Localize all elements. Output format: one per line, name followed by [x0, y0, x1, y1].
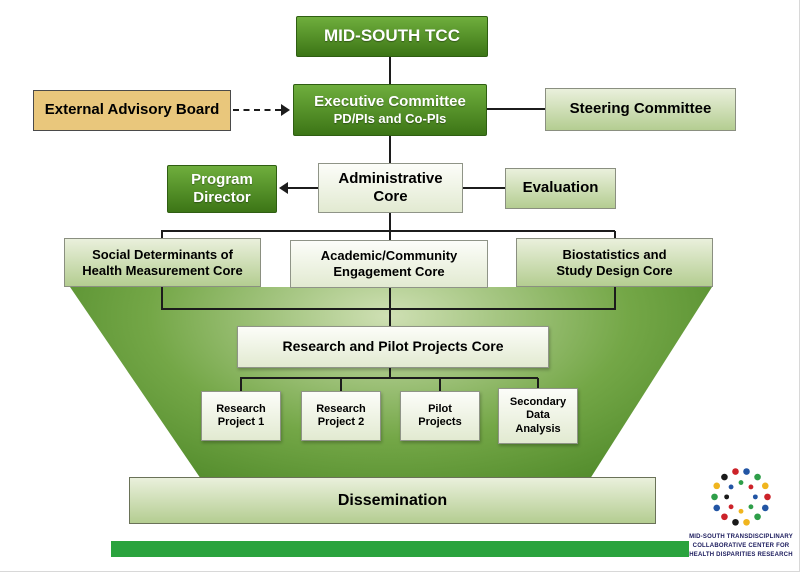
- node-mid-south-tcc-label: MID-SOUTH TCC: [324, 26, 460, 46]
- org-logo: [700, 466, 782, 535]
- arrowhead-to-director: [279, 182, 288, 194]
- node-secondary-data-analysis-label: Secondary Data Analysis: [509, 395, 567, 435]
- node-program-director: Program Director: [167, 165, 277, 213]
- node-social-determinants-core-label: Social Determinants of Health Measuremen…: [82, 246, 243, 278]
- connector-drop-pilot: [439, 378, 441, 391]
- connector-admin-director: [288, 187, 318, 189]
- node-research-project-1: Research Project 1: [201, 391, 281, 441]
- connector-drop-social: [161, 231, 163, 239]
- node-academic-community-core: Academic/Community Engagement Core: [290, 240, 488, 288]
- node-administrative-core-label: Administrative Core: [338, 169, 443, 205]
- node-research-pilot-core: Research and Pilot Projects Core: [237, 326, 549, 368]
- connector-advisory-exec-dashed: [233, 109, 281, 111]
- connector-admin-down: [389, 213, 391, 231]
- connector-to-research-core: [389, 309, 391, 326]
- org-logo-caption: MID-SOUTH TRANSDISCIPLINARY COLLABORATIV…: [686, 533, 796, 560]
- connector-cores-horizontal: [161, 230, 615, 232]
- node-evaluation: Evaluation: [505, 168, 616, 209]
- node-external-advisory-board: External Advisory Board: [33, 90, 231, 131]
- node-mid-south-tcc: MID-SOUTH TCC: [296, 16, 488, 57]
- node-dissemination-label: Dissemination: [337, 491, 448, 509]
- connector-admin-evaluation: [463, 187, 505, 189]
- node-social-determinants-core: Social Determinants of Health Measuremen…: [64, 238, 261, 287]
- node-research-project-2-label: Research Project 2: [316, 402, 366, 428]
- connector-academic-down: [389, 288, 391, 309]
- org-logo-caption-line1: MID-SOUTH TRANSDISCIPLINARY: [689, 534, 793, 540]
- connector-research-horizontal: [161, 308, 616, 310]
- node-pilot-projects-label: Pilot Projects: [418, 402, 462, 428]
- node-research-project-2: Research Project 2: [301, 391, 381, 441]
- node-program-director-label: Program Director: [191, 170, 253, 206]
- node-dissemination: Dissemination: [129, 477, 656, 524]
- footer-bar: [111, 541, 689, 557]
- node-research-pilot-core-label: Research and Pilot Projects Core: [282, 338, 504, 355]
- node-biostatistics-core: Biostatistics and Study Design Core: [516, 238, 713, 287]
- connector-drop-academic: [389, 231, 391, 241]
- node-biostatistics-core-label: Biostatistics and Study Design Core: [556, 246, 673, 278]
- node-academic-community-core-label: Academic/Community Engagement Core: [320, 248, 458, 279]
- node-steering-committee: Steering Committee: [545, 88, 736, 131]
- org-logo-caption-line3: HEALTH DISPARITIES RESEARCH: [689, 552, 793, 558]
- connector-tcc-exec: [389, 57, 391, 85]
- connector-exec-steering: [487, 108, 545, 110]
- connector-drop-project1: [240, 378, 242, 391]
- node-secondary-data-analysis: Secondary Data Analysis: [498, 388, 578, 444]
- org-logo-caption-line2: COLLABORATIVE CENTER FOR: [692, 543, 790, 549]
- node-executive-committee-subtitle: PD/PIs and Co-PIs: [333, 111, 447, 127]
- node-pilot-projects: Pilot Projects: [400, 391, 480, 441]
- node-research-project-1-label: Research Project 1: [216, 402, 266, 428]
- node-executive-committee-title: Executive Committee: [314, 92, 466, 110]
- arrowhead-to-exec: [281, 104, 290, 116]
- connector-drop-biostat: [614, 231, 616, 239]
- connector-exec-admin: [389, 136, 391, 163]
- connector-drop-secondary: [537, 378, 539, 388]
- node-evaluation-label: Evaluation: [522, 179, 599, 197]
- connector-social-down: [161, 287, 163, 309]
- node-administrative-core: Administrative Core: [318, 163, 463, 213]
- connector-research-down: [389, 368, 391, 378]
- node-executive-committee: Executive Committee PD/PIs and Co-PIs: [293, 84, 487, 136]
- node-steering-committee-label: Steering Committee: [569, 100, 712, 118]
- dotted-globe-logo-icon: [711, 468, 771, 526]
- connector-drop-project2: [340, 378, 342, 391]
- connector-projects-horizontal: [240, 377, 538, 379]
- connector-biostat-down: [614, 287, 616, 309]
- node-external-advisory-board-label: External Advisory Board: [44, 101, 220, 119]
